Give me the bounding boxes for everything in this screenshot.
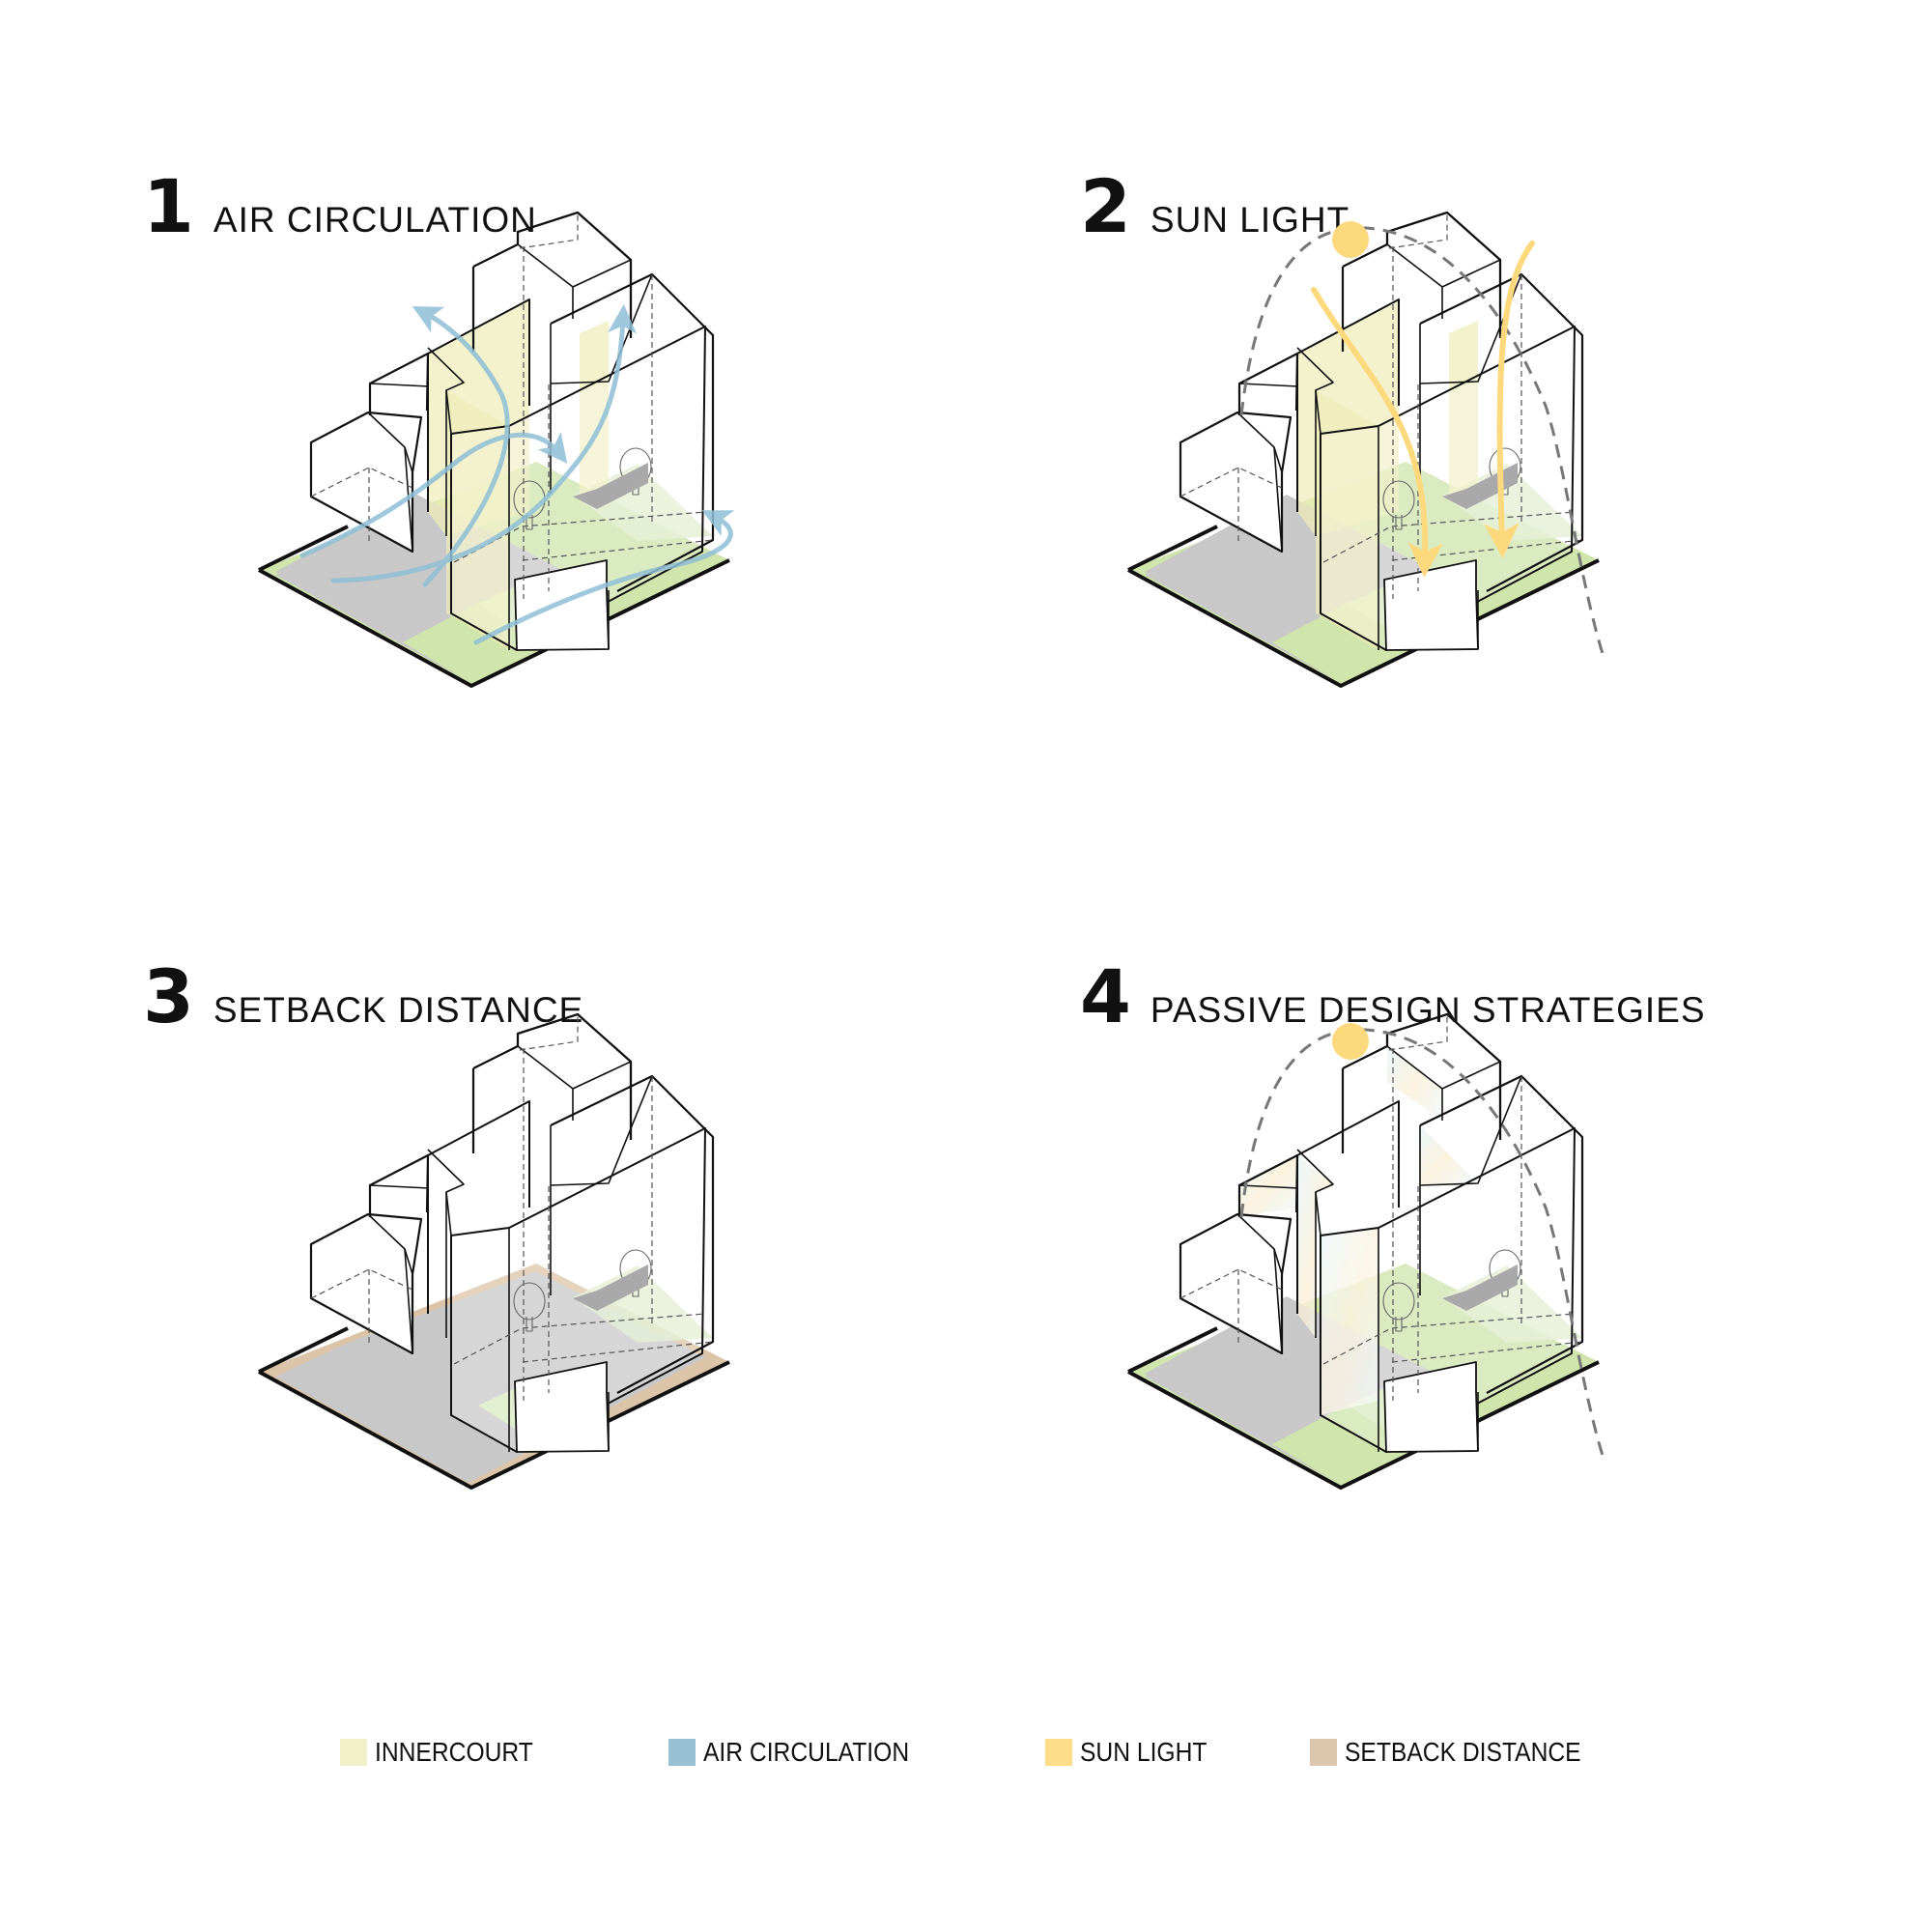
panel-label: SUN LIGHT: [1150, 200, 1350, 240]
panel-3-setback-distance: [258, 1012, 730, 1490]
legend: INNERCOURT AIR CIRCULATION SUN LIGHT SET…: [0, 1737, 1932, 1768]
panel-number: 2: [1080, 163, 1131, 249]
innercourt-swatch-icon: [340, 1739, 367, 1766]
panel-label: AIR CIRCULATION: [213, 200, 537, 240]
air-flow-arrows: [299, 304, 735, 645]
legend-label: INNERCOURT: [375, 1737, 533, 1767]
legend-item-sun-light: SUN LIGHT: [1045, 1737, 1224, 1768]
panel-2-sun-light: [1126, 211, 1605, 688]
panel-number: 3: [143, 953, 194, 1039]
panel-4-title: 4 PASSIVE DESIGN STRATEGIES: [1080, 953, 1706, 1039]
legend-label: SUN LIGHT: [1080, 1737, 1208, 1767]
panel-1-title: 1 AIR CIRCULATION: [143, 163, 537, 249]
panel-4-passive-design: [1126, 1012, 1605, 1490]
setback-distance-swatch-icon: [1310, 1739, 1337, 1766]
panel-3-title: 3 SETBACK DISTANCE: [143, 953, 584, 1039]
panel-number: 1: [143, 163, 194, 249]
legend-item-air-circulation: AIR CIRCULATION: [668, 1737, 937, 1768]
sun-path-arc: [1239, 226, 1605, 658]
legend-label: SETBACK DISTANCE: [1345, 1737, 1581, 1767]
sun-light-swatch-icon: [1045, 1739, 1072, 1766]
sun-icon: [1332, 221, 1369, 258]
panel-label: SETBACK DISTANCE: [213, 990, 584, 1030]
panel-label: PASSIVE DESIGN STRATEGIES: [1150, 990, 1706, 1030]
legend-item-setback-distance: SETBACK DISTANCE: [1310, 1737, 1613, 1768]
legend-label: AIR CIRCULATION: [703, 1737, 910, 1767]
panel-1-air-circulation: [257, 211, 735, 688]
legend-item-innercourt: INNERCOURT: [340, 1737, 554, 1768]
panel-number: 4: [1080, 953, 1131, 1039]
sun-path-arc: [1239, 1028, 1605, 1460]
sunlight-arrows: [1311, 241, 1535, 578]
sun-icon: [1332, 1023, 1369, 1060]
air-circulation-swatch-icon: [668, 1739, 696, 1766]
panel-2-title: 2 SUN LIGHT: [1080, 163, 1350, 249]
